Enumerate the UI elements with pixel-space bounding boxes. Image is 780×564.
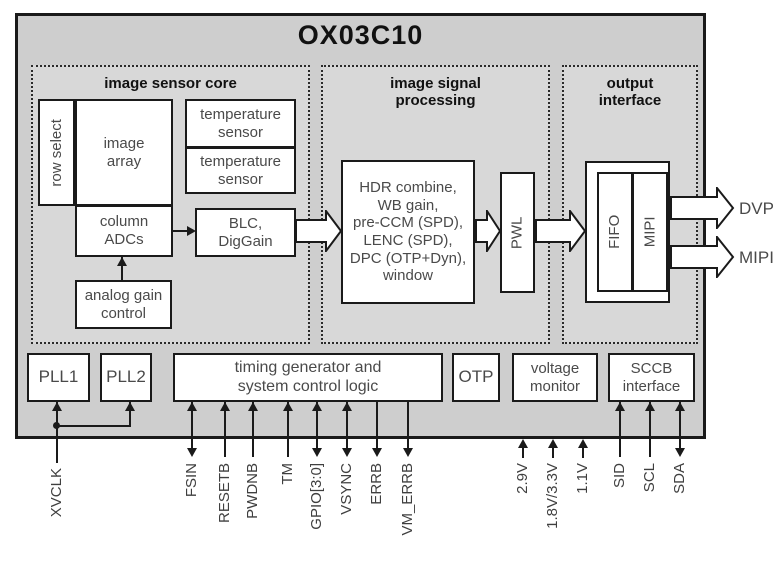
line-sid	[619, 402, 621, 457]
block-temperature-sensor-1: temperature sensor	[185, 99, 296, 148]
datapath-arrow-isp-to-pwl	[475, 210, 502, 252]
arrow-agc-to-coladc	[121, 257, 123, 280]
line-errb	[376, 402, 378, 449]
block-otp: OTP	[452, 353, 500, 402]
block-pwl-label: PWL	[508, 216, 526, 249]
pin-label-1v1: 1.1V	[574, 463, 591, 494]
pin-label-errb: ERRB	[368, 463, 385, 505]
block-analog-gain-control: analog gain control	[75, 280, 172, 329]
block-pll1: PLL1	[27, 353, 90, 402]
line-1v8-3v3	[552, 447, 554, 458]
arrowhead-errb-out	[372, 448, 382, 457]
pin-label-pwdnb: PWDNB	[244, 463, 261, 519]
pin-label-fsin: FSIN	[183, 463, 200, 498]
arrow-coladc-to-blc	[173, 230, 189, 232]
line-resetb	[224, 402, 226, 457]
block-temperature-sensor-2: temperature sensor	[185, 147, 296, 194]
block-row-select: row select	[38, 99, 75, 206]
output-label-mipi: MIPI	[739, 248, 774, 267]
datapath-arrow-pwl-to-output	[535, 210, 587, 252]
arrowhead-vm-errb-out	[403, 448, 413, 457]
pin-label-2v9: 2.9V	[514, 463, 531, 494]
arrowhead-vsync-in	[342, 402, 352, 411]
pin-label-sda: SDA	[671, 463, 688, 494]
section-title-image-signal-processing: image signal processing	[390, 75, 481, 110]
arrowhead-pwdnb-in	[248, 402, 258, 411]
block-pwl: PWL	[500, 172, 535, 293]
pin-label-xvclk: XVCLK	[48, 468, 65, 518]
block-mipi-label: MIPI	[641, 216, 659, 248]
pin-label-gpio: GPIO[3:0]	[308, 463, 325, 530]
block-isp-pipeline: HDR combine, WB gain, pre-CCM (SPD), LEN…	[341, 160, 475, 304]
datapath-arrow-mipi-out	[670, 236, 735, 278]
block-fifo-label: FIFO	[606, 214, 624, 250]
datapath-arrow-dvp-out	[670, 187, 735, 229]
arrowhead-sda-in	[675, 402, 685, 411]
arrowhead-coladc-to-blc	[187, 226, 196, 236]
arrowhead-scl-in	[645, 402, 655, 411]
pin-label-tm: TM	[279, 463, 296, 485]
arrowhead-fsin-out	[187, 448, 197, 457]
line-sda	[679, 402, 681, 449]
arrowhead-xvclk-pll2	[125, 402, 135, 411]
pin-label-vsync: VSYNC	[338, 463, 355, 515]
block-voltage-monitor: voltage monitor	[512, 353, 598, 402]
arrowhead-1v1-in	[578, 439, 588, 448]
arrowhead-gpio-out	[312, 448, 322, 457]
arrowhead-1v8-3v3-in	[548, 439, 558, 448]
line-xvclk-branch	[56, 425, 131, 427]
line-vsync	[346, 402, 348, 449]
arrowhead-agc-to-coladc	[117, 257, 127, 266]
block-mipi: MIPI	[632, 172, 668, 292]
pin-label-sid: SID	[611, 463, 628, 489]
block-fifo: FIFO	[597, 172, 633, 292]
arrowhead-fsin-in	[187, 402, 197, 411]
arrowhead-tm-in	[283, 402, 293, 411]
arrowhead-vsync-out	[342, 448, 352, 457]
line-1v1	[582, 447, 584, 458]
block-sccb-interface: SCCB interface	[608, 353, 695, 402]
section-title-image-sensor-core: image sensor core	[104, 75, 237, 92]
line-scl	[649, 402, 651, 457]
arrowhead-sid-in	[615, 402, 625, 411]
line-fsin	[191, 402, 193, 449]
output-label-dvp: DVP	[739, 199, 774, 218]
arrowhead-resetb-in	[220, 402, 230, 411]
arrowhead-xvclk-pll1	[52, 402, 62, 411]
arrowhead-gpio-in	[312, 402, 322, 411]
chip-title: OX03C10	[297, 20, 424, 50]
pin-label-scl: SCL	[641, 463, 658, 493]
pin-label-1v8-3v3: 1.8V/3.3V	[544, 463, 561, 529]
block-blc-diggain: BLC, DigGain	[195, 208, 296, 257]
pin-label-vm-errb: VM_ERRB	[399, 463, 416, 536]
line-2v9	[522, 447, 524, 458]
block-column-adcs: column ADCs	[75, 205, 173, 257]
line-tm	[287, 402, 289, 457]
block-row-select-label: row select	[47, 118, 65, 187]
section-title-output-interface: output interface	[598, 75, 662, 110]
datapath-arrow-blc-to-isp	[295, 210, 343, 252]
arrowhead-2v9-in	[518, 439, 528, 448]
line-xvclk-to-pll2	[129, 402, 131, 427]
arrowhead-sda-out	[675, 448, 685, 457]
pin-label-resetb: RESETB	[216, 463, 233, 524]
line-gpio	[316, 402, 318, 449]
block-image-array: image array	[75, 99, 173, 206]
line-pwdnb	[252, 402, 254, 457]
block-pll2: PLL2	[100, 353, 152, 402]
block-timing-generator: timing generator and system control logi…	[173, 353, 443, 402]
line-xvclk	[56, 402, 58, 463]
line-vm-errb	[407, 402, 409, 449]
